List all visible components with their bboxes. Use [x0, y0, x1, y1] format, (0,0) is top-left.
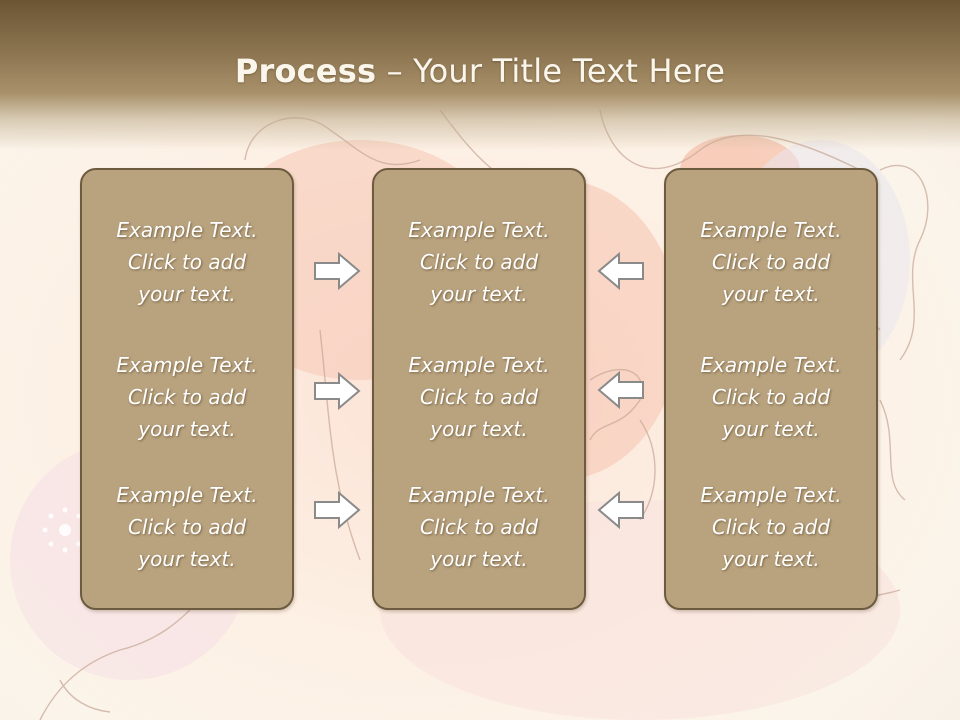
text-line: Click to add [419, 515, 539, 539]
text-line: Click to add [419, 385, 539, 409]
arrow-left-icon[interactable] [597, 252, 645, 290]
text-line: Example Text. [408, 218, 550, 242]
text-block[interactable]: Example Text. Click to add your text. [666, 214, 876, 310]
text-block[interactable]: Example Text. Click to add your text. [666, 349, 876, 445]
title-rest: – Your Title Text Here [376, 52, 726, 90]
text-line: Click to add [711, 385, 831, 409]
process-box-center[interactable]: Example Text. Click to add your text. Ex… [372, 168, 586, 610]
arrow-left-icon[interactable] [597, 371, 645, 409]
text-line: your text. [138, 547, 236, 571]
text-line: Example Text. [700, 353, 842, 377]
text-line: Example Text. [408, 353, 550, 377]
text-line: your text. [722, 282, 820, 306]
text-block[interactable]: Example Text. Click to add your text. [374, 479, 584, 575]
text-line: your text. [138, 417, 236, 441]
title-bold: Process [234, 52, 377, 90]
text-block[interactable]: Example Text. Click to add your text. [374, 214, 584, 310]
text-line: Example Text. [700, 218, 842, 242]
text-line: Example Text. [116, 483, 258, 507]
arrow-right-icon[interactable] [313, 252, 361, 290]
text-line: Example Text. [700, 483, 842, 507]
text-line: Click to add [127, 515, 247, 539]
text-line: your text. [430, 282, 528, 306]
text-line: your text. [722, 417, 820, 441]
text-block[interactable]: Example Text. Click to add your text. [666, 479, 876, 575]
text-line: Click to add [711, 250, 831, 274]
text-line: your text. [430, 547, 528, 571]
text-block[interactable]: Example Text. Click to add your text. [374, 349, 584, 445]
text-line: Click to add [419, 250, 539, 274]
process-box-right[interactable]: Example Text. Click to add your text. Ex… [664, 168, 878, 610]
arrow-right-icon[interactable] [313, 372, 361, 410]
text-block[interactable]: Example Text. Click to add your text. [82, 349, 292, 445]
text-line: Click to add [127, 250, 247, 274]
text-line: your text. [430, 417, 528, 441]
text-line: Example Text. [116, 353, 258, 377]
text-block[interactable]: Example Text. Click to add your text. [82, 214, 292, 310]
text-line: Click to add [711, 515, 831, 539]
arrow-right-icon[interactable] [313, 491, 361, 529]
process-box-left[interactable]: Example Text. Click to add your text. Ex… [80, 168, 294, 610]
text-line: Example Text. [116, 218, 258, 242]
slide-title[interactable]: Process – Your Title Text Here [0, 52, 960, 90]
text-line: your text. [138, 282, 236, 306]
text-line: Example Text. [408, 483, 550, 507]
text-block[interactable]: Example Text. Click to add your text. [82, 479, 292, 575]
arrow-left-icon[interactable] [597, 491, 645, 529]
text-line: Click to add [127, 385, 247, 409]
title-bar [0, 0, 960, 150]
text-line: your text. [722, 547, 820, 571]
